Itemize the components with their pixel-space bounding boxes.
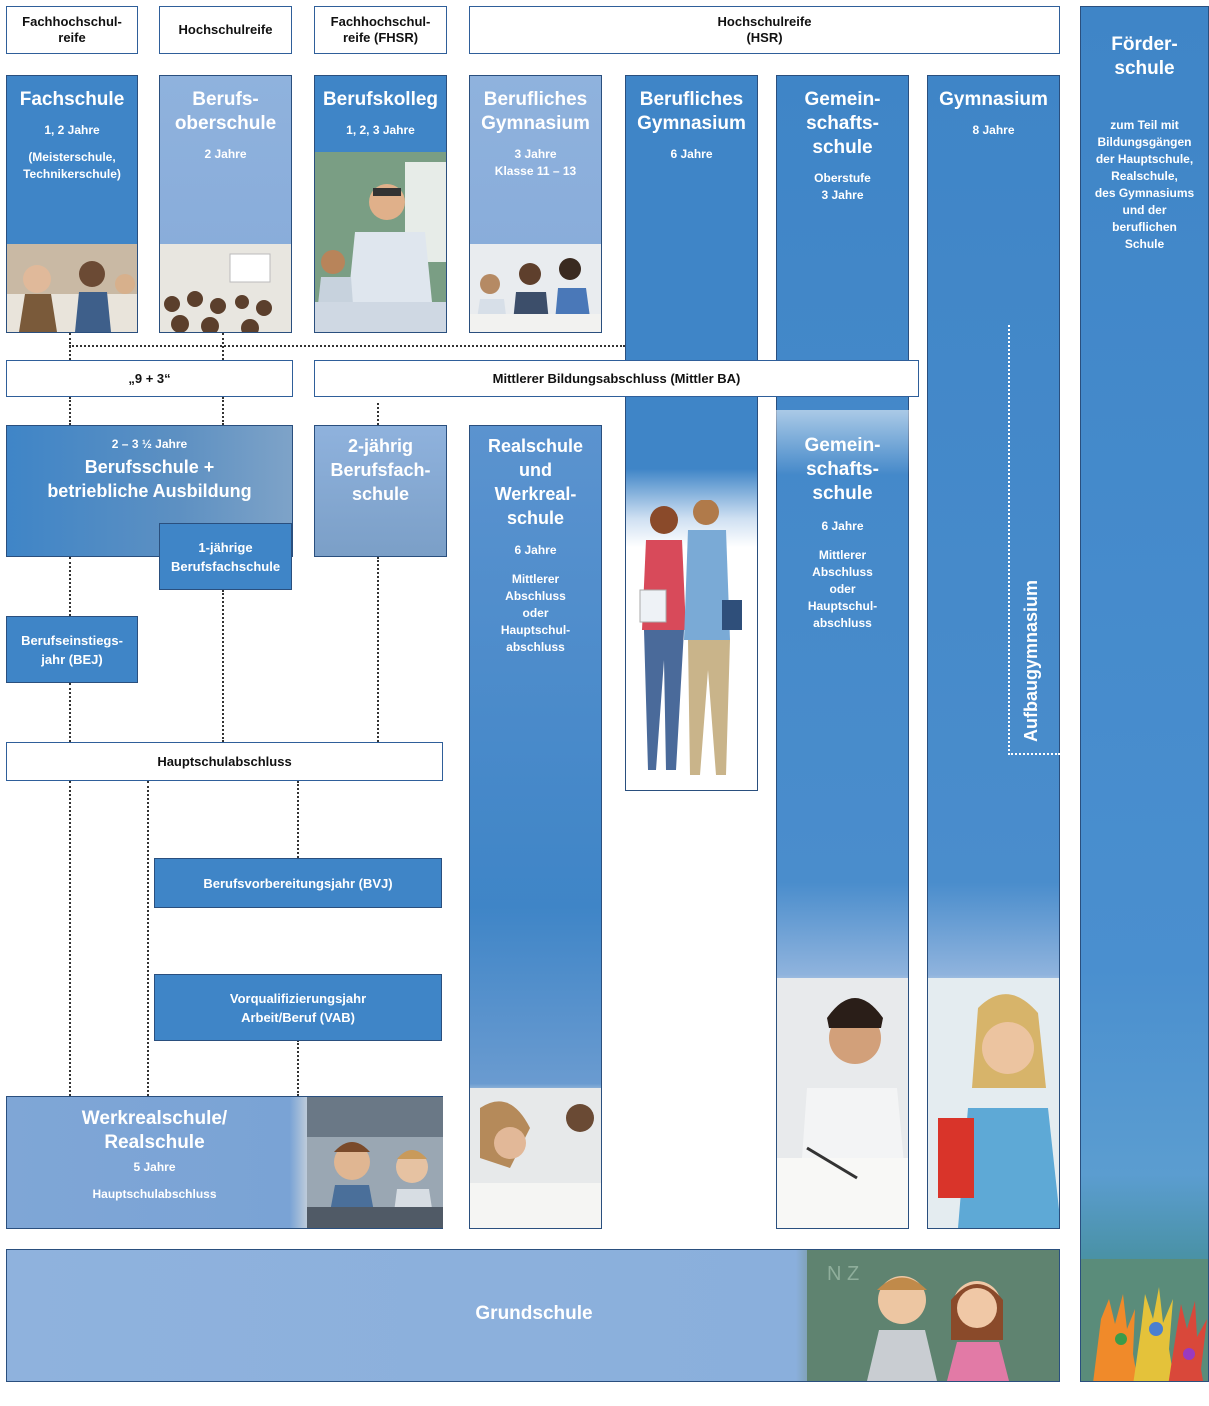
berufskolleg-column: Berufskolleg 1, 2, 3 Jahre: [314, 75, 447, 333]
berufskolleg-title: Berufskolleg: [322, 89, 439, 110]
foerderschule-desc: zum Teil mit Bildungsgängen der Hauptsch…: [1094, 118, 1195, 251]
gemeinschaftsschule-box: Gemein- schafts- schule 6 Jahre Mittlere…: [776, 410, 909, 670]
qual-hauptschulabschluss: Hauptschulabschluss: [6, 742, 443, 781]
qual-mittlerer-ba: Mittlerer Bildungsabschluss (Mittler BA): [314, 360, 919, 397]
qual-fachhochschulreife: Fachhochschul- reife: [6, 6, 138, 54]
realschule-title: Realschule und Werkreal- schule: [487, 436, 584, 528]
werkrealschule-title: Werkrealschule/ Realschule: [81, 1108, 228, 1153]
fachschule-duration: 1, 2 Jahre: [44, 123, 100, 137]
connector-top: [69, 345, 625, 347]
bvj-title: Berufsvorbereitungsjahr (BVJ): [203, 875, 393, 891]
computer-class-photo: [307, 1097, 443, 1228]
connector-v9: [69, 683, 71, 742]
grundschule-box: Grundschule N Z: [6, 1249, 1060, 1382]
connector-v10: [69, 781, 71, 1096]
werkrealschule-duration: 5 Jahre: [133, 1160, 176, 1174]
connector-v7: [222, 590, 224, 742]
qual-hochschulreife: Hochschulreife: [159, 6, 292, 54]
bfs-1-title: 1-jährige Berufsfachschule: [170, 539, 281, 574]
connector-v4: [222, 397, 224, 425]
berufl-gymnasium-6-column: Berufliches Gymnasium 6 Jahre: [625, 75, 758, 791]
bej-title: Berufseinstiegs- jahr (BEJ): [21, 632, 123, 667]
girl-writing-photo: [470, 1088, 601, 1228]
connector-v12: [297, 781, 299, 858]
children-photo: N Z: [807, 1250, 1059, 1381]
berufsoberschule-column: Berufs- oberschule 2 Jahre: [159, 75, 292, 333]
connector-v8: [377, 557, 379, 742]
fachschule-column: Fachschule 1, 2 Jahre (Meisterschule, Te…: [6, 75, 138, 333]
bfs-2-box: 2-jährig Berufsfach- schule: [314, 425, 447, 557]
gemeinschaftsschule-ob-title: Gemein- schafts- schule: [804, 89, 881, 158]
connector-v3: [69, 397, 71, 425]
girl-with-books-photo: [928, 978, 1059, 1228]
realschule-column: Realschule und Werkreal- schule 6 Jahre …: [469, 425, 602, 1229]
fachschule-title: Fachschule: [19, 89, 125, 110]
werkrealschule-note: Hauptschulabschluss: [92, 1187, 217, 1201]
berufl-gymnasium-3-title: Berufliches Gymnasium: [481, 89, 590, 134]
connector-v5: [377, 403, 379, 425]
berufskolleg-duration: 1, 2, 3 Jahre: [346, 123, 415, 137]
bfs-2-title: 2-jährig Berufsfach- schule: [330, 436, 431, 504]
berufl-gymnasium-6-title: Berufliches Gymnasium: [637, 89, 746, 134]
berufsoberschule-duration: 2 Jahre: [204, 147, 247, 161]
svg-text:N Z: N Z: [827, 1263, 859, 1285]
gymnasium-title: Gymnasium: [939, 89, 1048, 110]
gemeinschaftsschule-title: Gemein- schafts- schule: [804, 435, 881, 504]
vab-box: Vorqualifizierungsjahr Arbeit/Beruf (VAB…: [154, 974, 442, 1041]
students-photo: [470, 244, 601, 332]
bvj-box: Berufsvorbereitungsjahr (BVJ): [154, 858, 442, 908]
grundschule-title: Grundschule: [475, 1303, 593, 1324]
gemeinschaftsschule-duration: 6 Jahre: [821, 519, 864, 533]
berufsoberschule-title: Berufs- oberschule: [174, 89, 277, 134]
classroom-photo: [7, 244, 137, 332]
werkrealschule-box: Werkrealschule/ Realschule 5 Jahre Haupt…: [6, 1096, 443, 1229]
realschule-duration: 6 Jahre: [514, 543, 557, 557]
gemeinschaftsschule-ob-duration: Oberstufe 3 Jahre: [814, 171, 871, 202]
berufsschule-duration: 2 – 3 ½ Jahre: [111, 437, 188, 451]
gymnasium-column: Gymnasium 8 Jahre: [927, 75, 1060, 1229]
qual-fhsr: Fachhochschul- reife (FHSR): [314, 6, 447, 54]
qual-9-plus-3: „9 + 3“: [6, 360, 293, 397]
writing-student-photo: [777, 978, 908, 1228]
connector-v13: [297, 1040, 299, 1096]
vab-title: Vorqualifizierungsjahr Arbeit/Beruf (VAB…: [229, 990, 367, 1025]
realschule-note: Mittlerer Abschluss oder Hauptschul- abs…: [500, 572, 571, 654]
gemeinschaftsschule-note: Mittlerer Abschluss oder Hauptschul- abs…: [807, 548, 878, 630]
connector-v2: [222, 333, 224, 360]
qual-hsr: Hochschulreife (HSR): [469, 6, 1060, 54]
foerderschule-column: Förder- schule zum Teil mit Bildungsgäng…: [1080, 6, 1209, 1382]
lecture-photo: [160, 244, 291, 332]
teacher-photo: [315, 152, 446, 332]
berufl-gymnasium-3-duration: 3 Jahre Klasse 11 – 13: [494, 147, 577, 178]
aufbaugymnasium-label: Aufbaugymnasium: [1021, 579, 1041, 742]
aufbaugymnasium-box: [1008, 325, 1060, 755]
students-standing-photo: [626, 500, 757, 790]
connector-v1: [69, 333, 71, 360]
berufl-gymnasium-3-column: Berufliches Gymnasium 3 Jahre Klasse 11 …: [469, 75, 602, 333]
connector-v6: [69, 557, 71, 616]
fachschule-note: (Meisterschule, Technikerschule): [23, 150, 121, 181]
berufl-gymnasium-6-duration: 6 Jahre: [670, 147, 713, 161]
bfs-1-box: 1-jährige Berufsfachschule: [159, 523, 292, 590]
foerderschule-title: Förder- schule: [1111, 34, 1178, 79]
berufsschule-title: Berufsschule + betriebliche Ausbildung: [47, 457, 252, 501]
gymnasium-duration: 8 Jahre: [972, 123, 1015, 137]
connector-v11: [147, 781, 149, 1096]
hands-photo: [1081, 1241, 1208, 1381]
bej-box: Berufseinstiegs- jahr (BEJ): [6, 616, 138, 683]
